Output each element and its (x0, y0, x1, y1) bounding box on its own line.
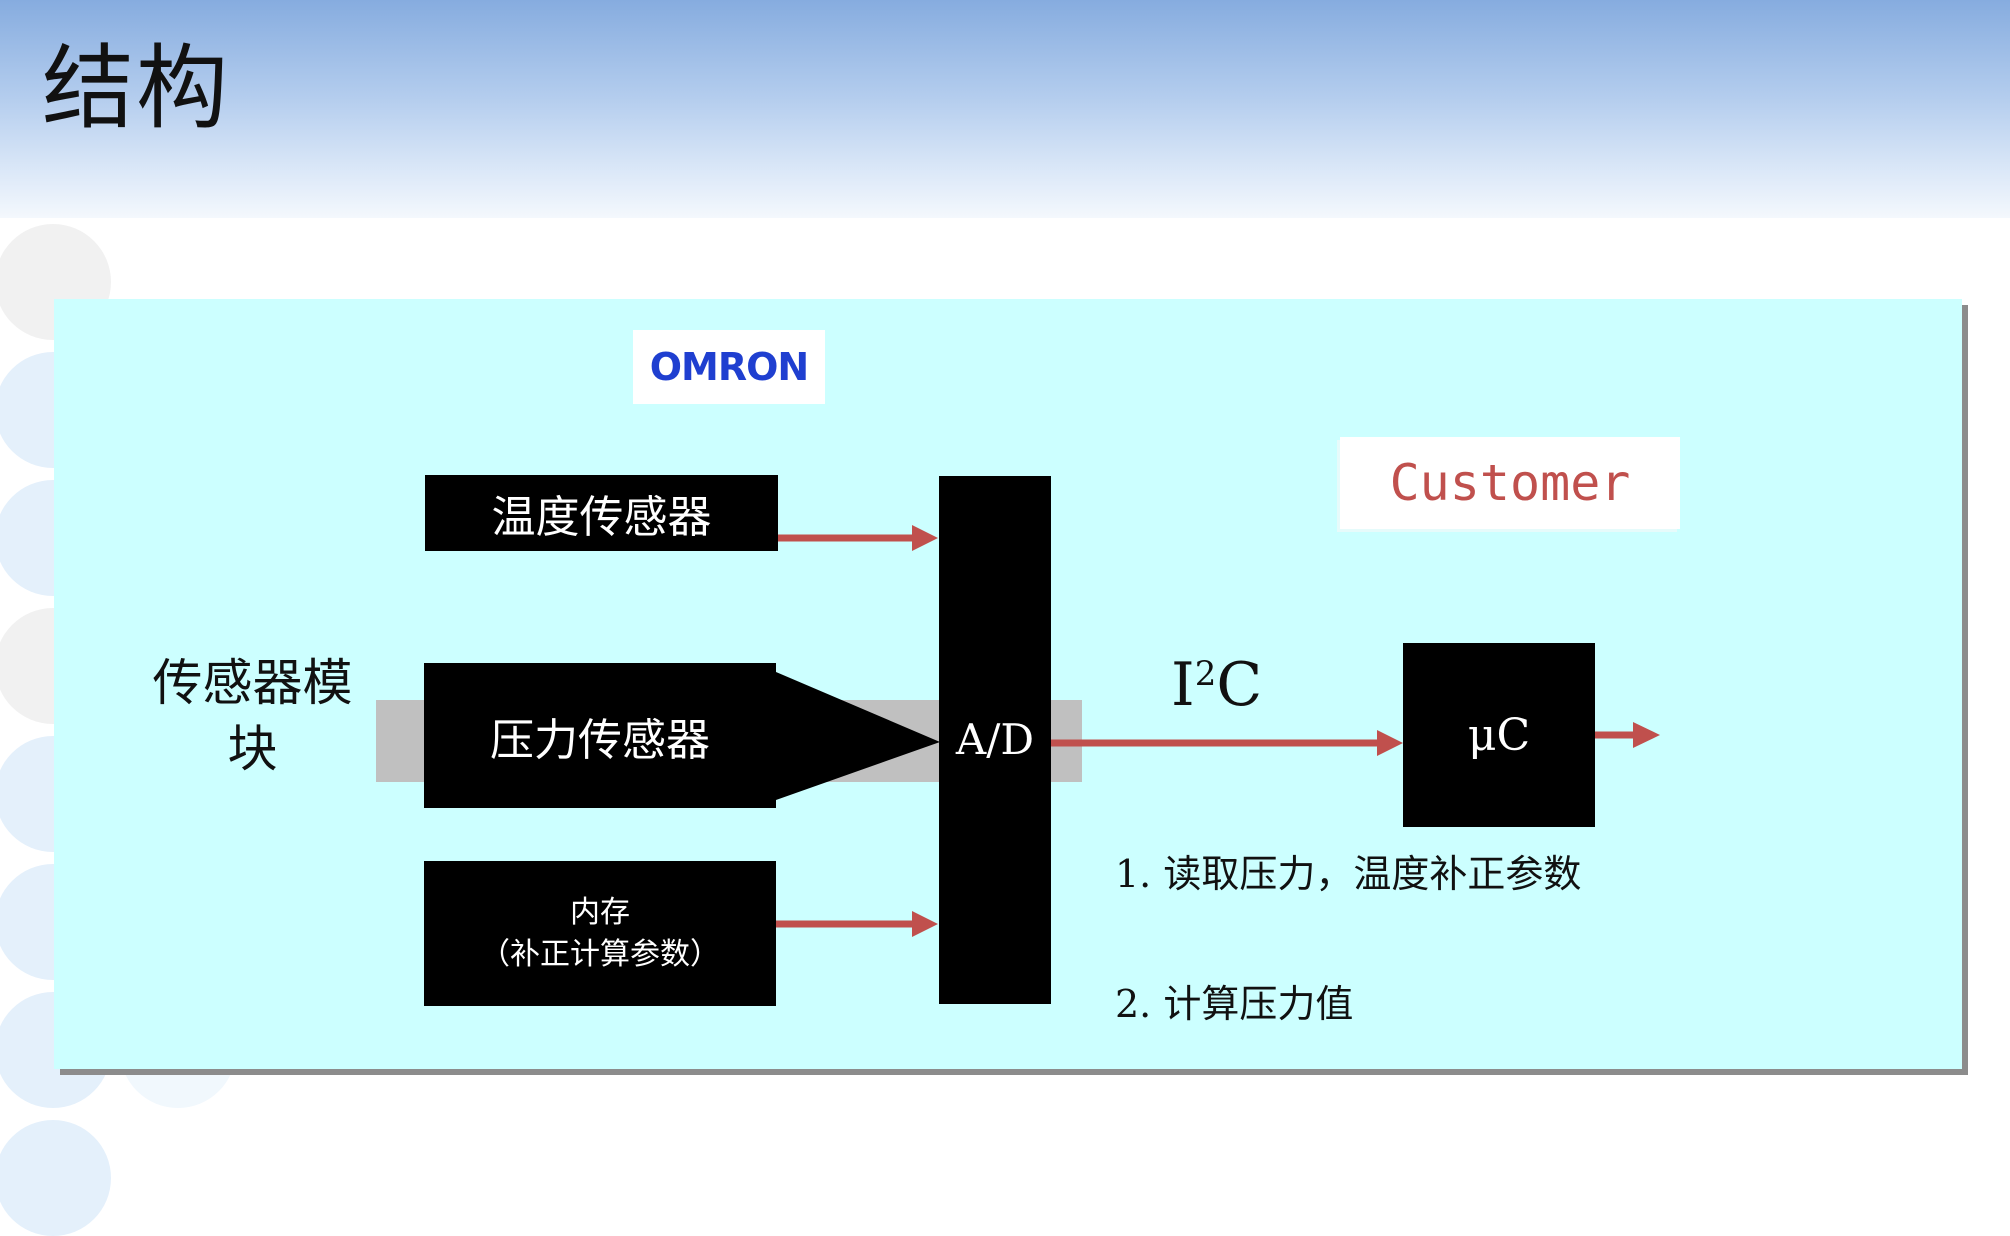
amplifier-triangle (776, 672, 940, 800)
arrowhead-mc (1377, 730, 1403, 756)
pressure-sensor-block: 压力传感器 (424, 663, 776, 808)
memory-label: 内存 (570, 894, 630, 930)
temperature-sensor-block: 温度传感器 (425, 475, 778, 551)
omron-logo: OMRON (633, 330, 825, 404)
ad-converter-block (939, 476, 1051, 1004)
i2c-bus-label: I2C (1171, 650, 1262, 720)
microcontroller-block: μC (1403, 643, 1595, 827)
i2c-superscript: 2 (1194, 654, 1217, 694)
i2c-base: I (1171, 650, 1195, 720)
customer-label: Customer (1389, 454, 1631, 512)
slide-title: 结构 (42, 35, 231, 142)
arrowhead-out (1633, 722, 1660, 748)
memory-block: 内存 （补正计算参数） (424, 861, 776, 1006)
step-2-text: 2. 计算压力值 (1115, 982, 1354, 1026)
memory-sublabel: （补正计算参数） (480, 936, 720, 972)
sensor-module-label: 传感器模 块 (140, 650, 365, 782)
sensor-module-label-line2: 块 (227, 720, 278, 778)
sensor-module-label-line1: 传感器模 (152, 654, 353, 712)
arrowhead-memory (912, 911, 938, 937)
decor-circle (0, 1120, 111, 1236)
customer-box: Customer (1340, 437, 1680, 529)
ad-converter-label: A/D (955, 715, 1035, 764)
step-1-text: 1. 读取压力，温度补正参数 (1115, 852, 1582, 896)
logo-text: OMRON (649, 345, 809, 389)
title-bar (0, 0, 2010, 218)
i2c-suffix: C (1216, 650, 1263, 720)
arrowhead-temp (912, 525, 938, 551)
